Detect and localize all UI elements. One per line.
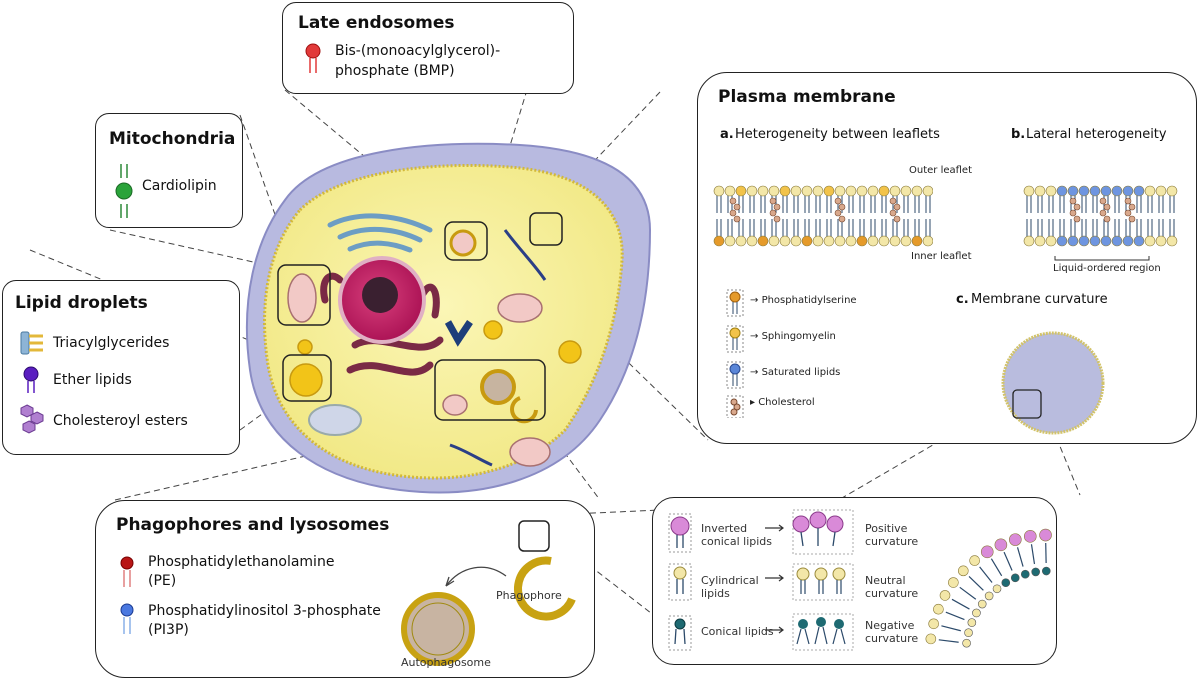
legend-ps-text: Phosphatidylserine xyxy=(761,295,857,306)
phagophore-label: Phagophore xyxy=(496,589,562,602)
pi3p-lipid-icon xyxy=(120,603,134,634)
neutral-line1: Neutral xyxy=(865,574,906,587)
neutral-curvature-group xyxy=(792,563,854,601)
conical-label: Conical lipids xyxy=(701,625,774,638)
lipid-droplets-title: Lipid droplets xyxy=(15,293,148,313)
legend-saturated: → Saturated lipids xyxy=(750,367,841,378)
ether-lipid-icon xyxy=(23,366,39,393)
plasma-membrane-title: Plasma membrane xyxy=(718,87,896,107)
legend-phosphatidylserine: → Phosphatidylserine xyxy=(750,295,857,306)
late-endosomes-title: Late endosomes xyxy=(298,13,455,33)
lipid-droplet-organelles xyxy=(289,320,582,397)
section-a-prefix: a. xyxy=(720,127,734,142)
bmp-lipid-icon xyxy=(305,43,321,73)
pe-lipid-icon xyxy=(120,556,134,587)
triacylglycerides-label: Triacylglycerides xyxy=(53,335,170,351)
section-c-label: Membrane curvature xyxy=(971,292,1108,307)
plasma-membrane-box: Plasma membrane a. Heterogeneity between… xyxy=(697,72,1197,444)
pi3p-label-line2: (PI3P) xyxy=(148,622,189,638)
neutral-line2: curvature xyxy=(865,587,919,600)
outer-leaflet-label: Outer leaflet xyxy=(909,165,973,176)
phagophore-shape xyxy=(514,556,576,621)
inner-leaflet-label: Inner leaflet xyxy=(911,251,972,262)
membrane-legend-icons xyxy=(726,289,744,418)
phagophores-title: Phagophores and lysosomes xyxy=(116,515,390,535)
centriole xyxy=(444,320,473,347)
liquid-ordered-bracket xyxy=(1054,256,1150,261)
legend-chol-text: Cholesterol xyxy=(758,397,815,408)
autophagosome-shape xyxy=(401,592,475,666)
pe-label-line2: (PE) xyxy=(148,573,177,589)
positive-line2: curvature xyxy=(865,535,919,548)
membrane-curvature-vesicle xyxy=(1001,331,1105,435)
negative-line1: Negative xyxy=(865,619,915,632)
triacylglyceride-icon xyxy=(20,331,43,355)
bilayer-lateral-heterogeneity xyxy=(1023,185,1178,247)
late-endosomes-box: Late endosomes Bis-(monoacylglycerol)- p… xyxy=(282,2,574,94)
negative-curvature-group xyxy=(792,613,854,651)
pi3p-label-line1: Phosphatidylinositol 3-phosphate xyxy=(148,603,381,619)
inverted-line1: Inverted xyxy=(701,522,748,535)
golgi xyxy=(327,213,433,253)
lipid-droplets-box: Lipid droplets Triacylglycerides Ether l… xyxy=(2,280,240,455)
inverted-line2: conical lipids xyxy=(701,535,773,548)
curved-bilayer xyxy=(925,528,1052,648)
endosome xyxy=(449,229,477,257)
cell-illustration xyxy=(245,142,652,494)
nucleolus xyxy=(362,277,398,313)
cholesteroyl-ester-icon xyxy=(20,404,44,434)
cardiolipin-label: Cardiolipin xyxy=(142,178,217,194)
section-b-label: Lateral heterogeneity xyxy=(1026,127,1167,142)
negative-line2: curvature xyxy=(865,632,919,645)
legend-cholesterol: ▸ Cholesterol xyxy=(750,397,815,408)
cardiolipin-icon xyxy=(115,164,133,218)
positive-line1: Positive xyxy=(865,522,908,535)
cylindrical-line2: lipids xyxy=(701,587,730,600)
mitochondria-box: Mitochondria Cardiolipin xyxy=(95,113,243,228)
autophagy-illustration xyxy=(401,520,576,666)
cell-phagophore xyxy=(510,396,538,424)
section-b-prefix: b. xyxy=(1011,127,1026,142)
phagophores-box: Phagophores and lysosomes Phosphatidylet… xyxy=(95,500,595,678)
liquid-ordered-label: Liquid-ordered region xyxy=(1053,263,1161,274)
legend-sphingomyelin: → Sphingomyelin xyxy=(750,331,836,342)
cell-autophagosome xyxy=(480,369,516,405)
curvature-illustration xyxy=(668,509,1052,651)
section-c-prefix: c. xyxy=(956,292,969,307)
pe-label-line1: Phosphatidylethanolamine xyxy=(148,554,335,570)
bmp-label-line2: phosphate (BMP) xyxy=(335,63,455,79)
bilayer-leaflet-heterogeneity xyxy=(713,185,933,247)
autophagosome-label: Autophagosome xyxy=(401,656,491,669)
legend-sm-text: Sphingomyelin xyxy=(761,331,836,342)
mitochondria-organelles xyxy=(287,273,551,467)
positive-curvature-group xyxy=(792,509,854,555)
vacuole xyxy=(308,404,362,436)
bmp-label-line1: Bis-(monoacylglycerol)- xyxy=(335,43,501,59)
legend-sat-text: Saturated lipids xyxy=(761,367,841,378)
cholesteroyl-esters-label: Cholesteroyl esters xyxy=(53,413,188,429)
zoom-squares xyxy=(277,212,563,421)
section-a-label: Heterogeneity between leaflets xyxy=(735,127,940,142)
cylindrical-line1: Cylindrical xyxy=(701,574,759,587)
mitochondria-title: Mitochondria xyxy=(109,129,236,149)
ether-lipids-label: Ether lipids xyxy=(53,372,132,388)
